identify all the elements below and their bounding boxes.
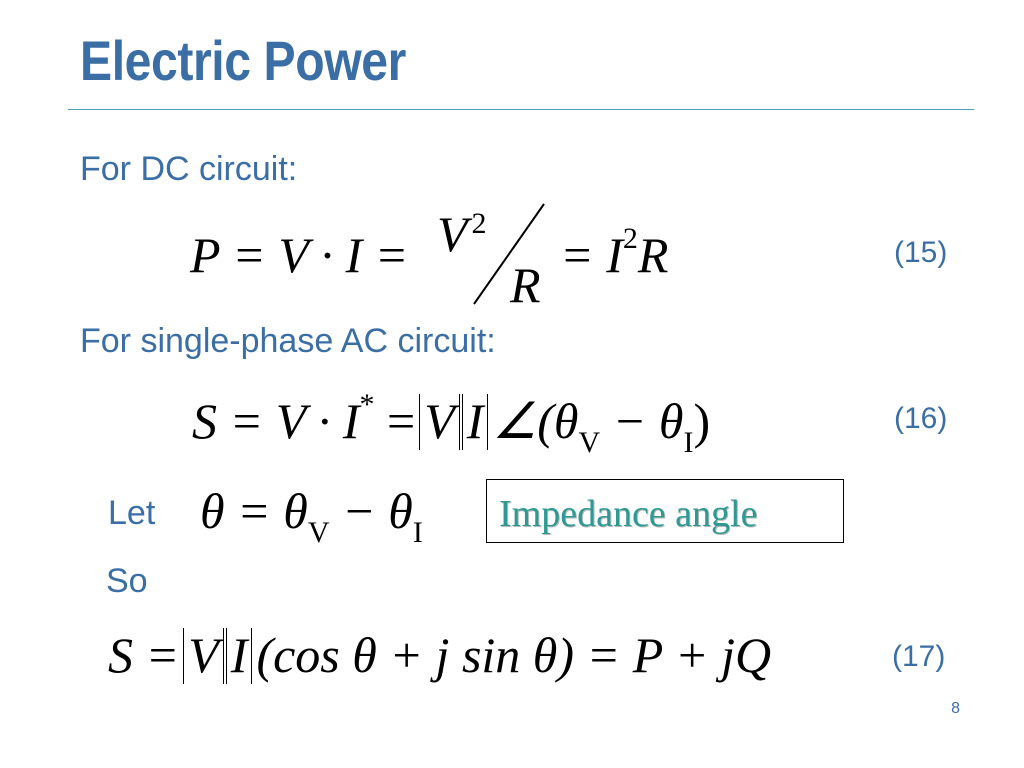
ac-circuit-label: For single-phase AC circuit: [80, 322, 496, 360]
page-title: Electric Power [80, 29, 406, 92]
equation-number-17: (17) [892, 640, 946, 673]
equation-number-15: (15) [894, 236, 948, 269]
equation-impedance-angle: θ = θV − θI [200, 483, 423, 549]
title-divider [68, 109, 974, 110]
eq15-fraction-denominator: R [510, 257, 541, 313]
let-label: Let [108, 494, 156, 532]
impedance-angle-text: Impedance angle [499, 493, 758, 535]
impedance-angle-callout: Impedance angle [486, 479, 844, 543]
page-number: 8 [951, 700, 960, 717]
eq15-fraction-slash [473, 203, 545, 305]
so-label: So [106, 562, 148, 600]
dc-circuit-label: For DC circuit: [80, 150, 298, 188]
equation-15: P = V · I = [190, 226, 408, 284]
equation-number-16: (16) [894, 402, 948, 435]
eq15-rhs: = I2R [560, 222, 669, 283]
eq15-lhs: P = V · I = [190, 227, 409, 283]
